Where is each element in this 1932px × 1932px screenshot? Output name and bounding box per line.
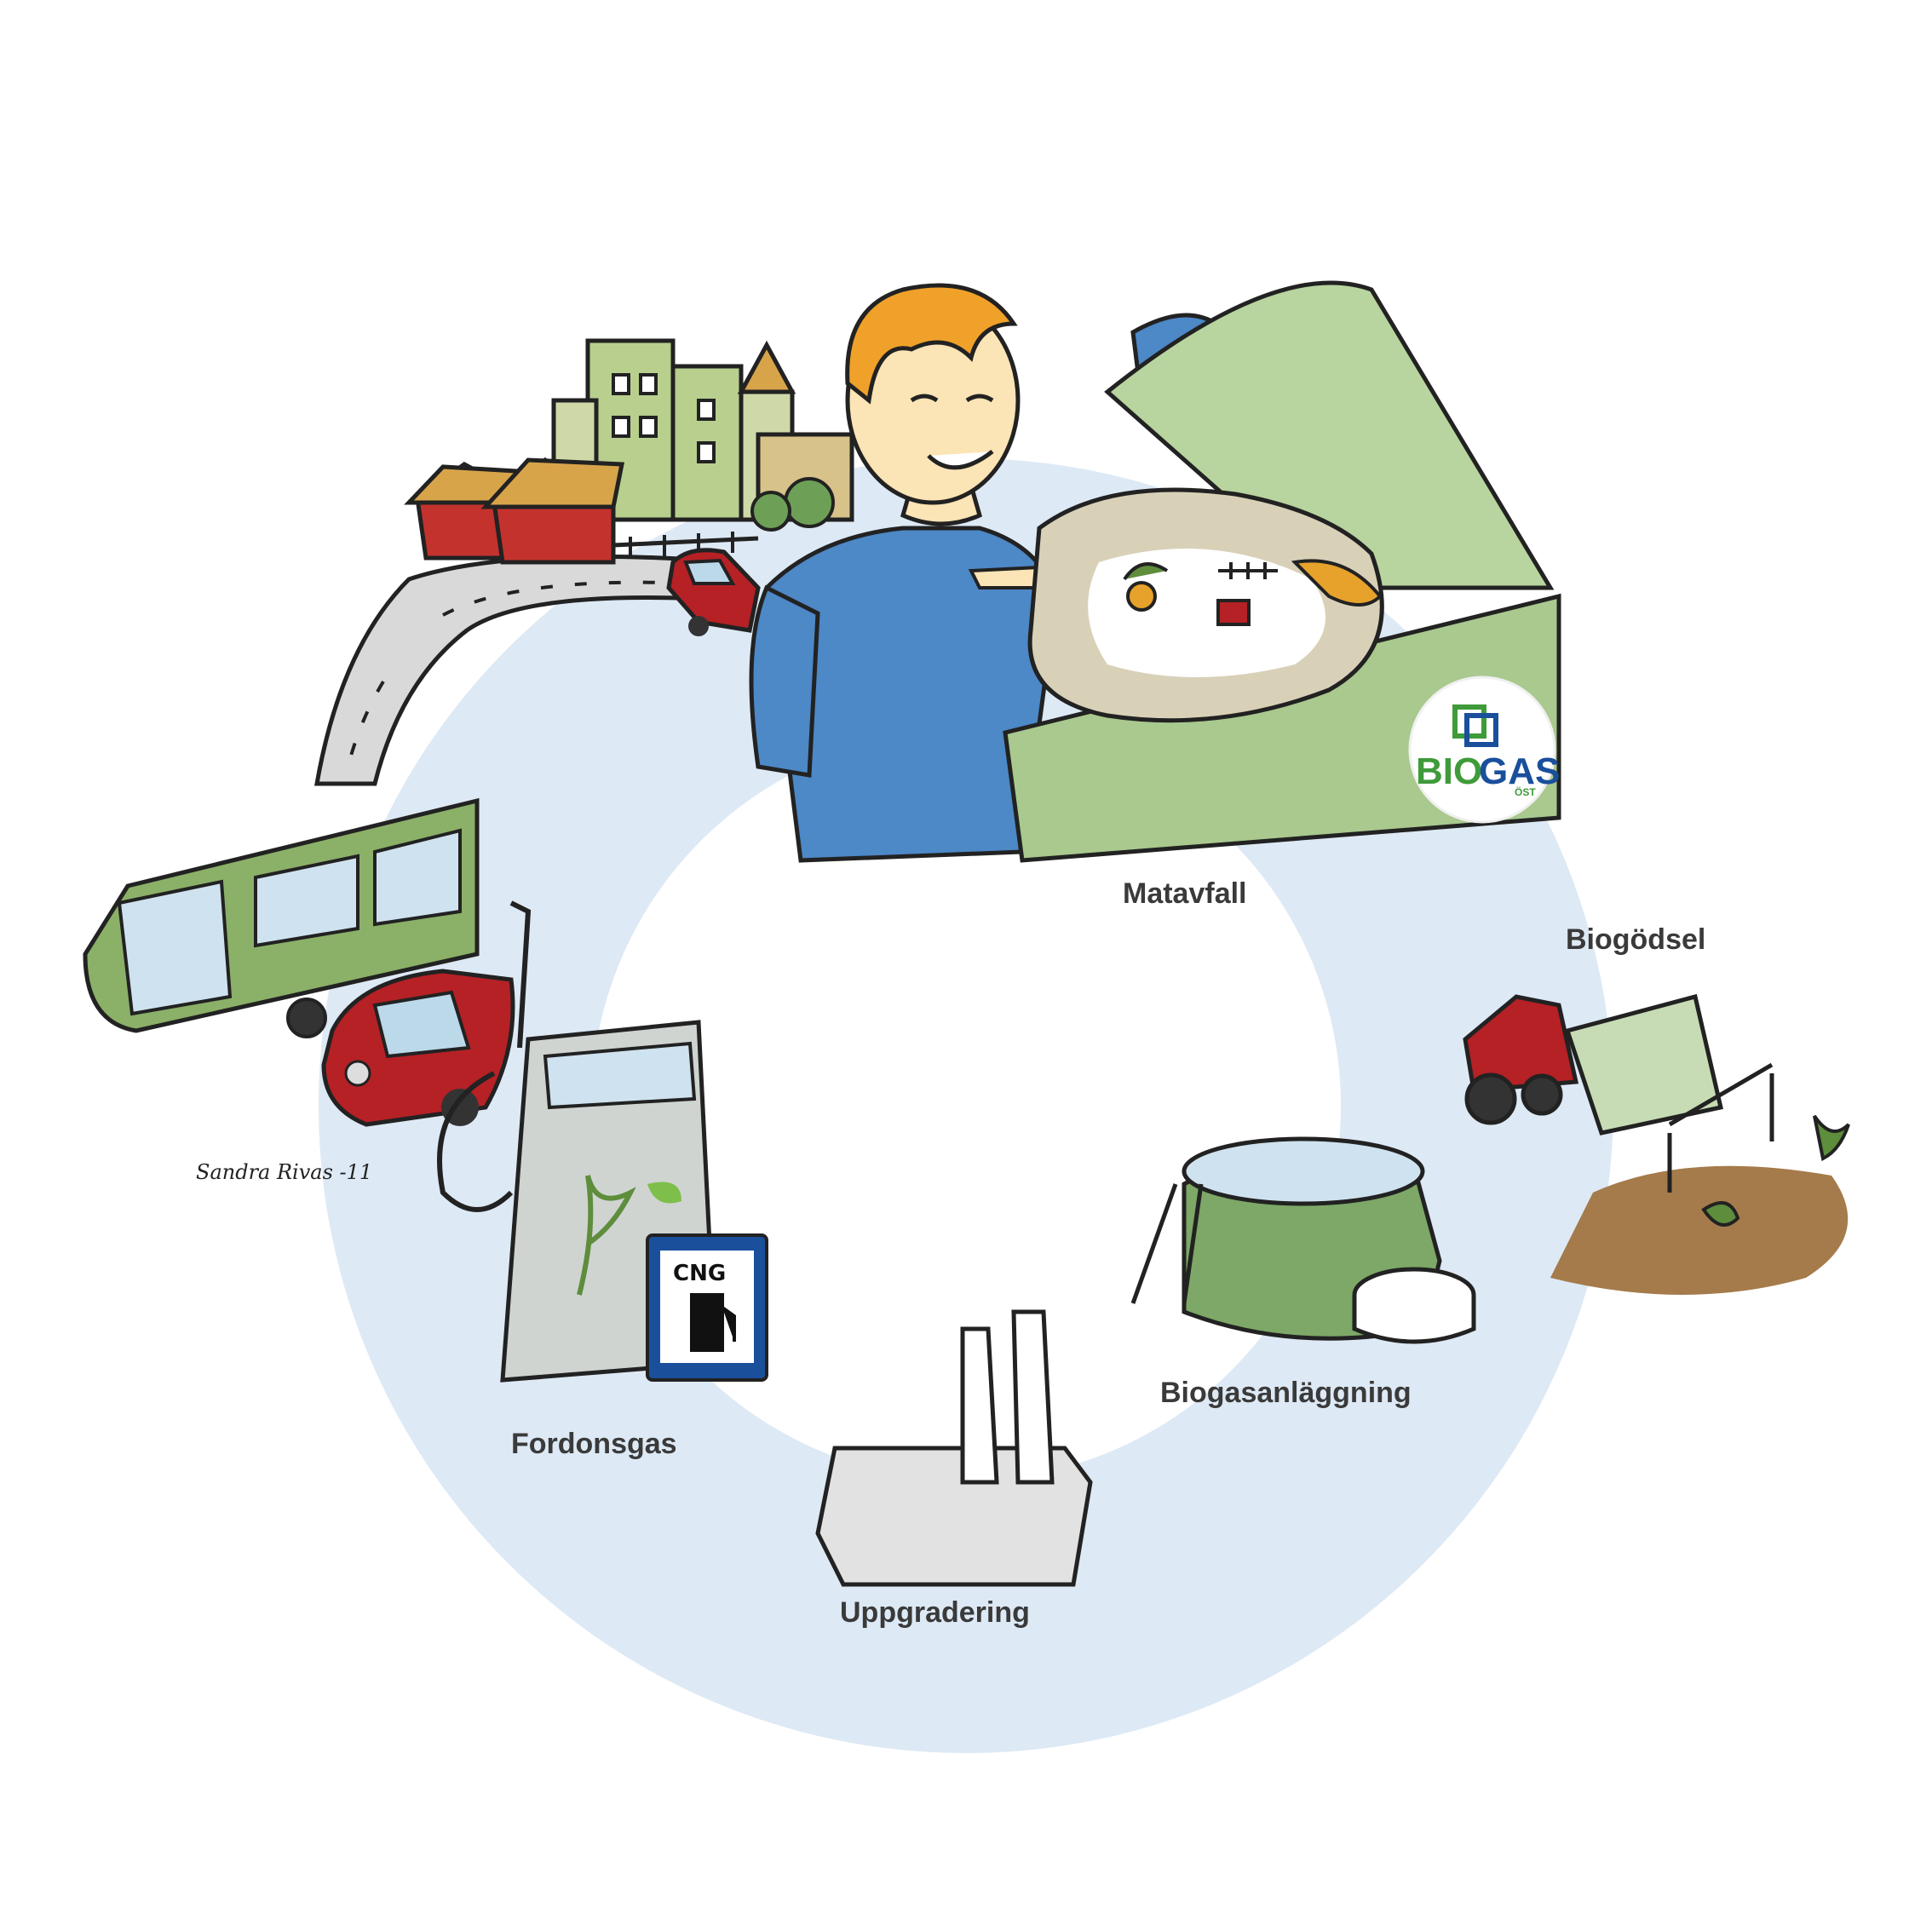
logo-sub-text: ÖST [1515, 785, 1536, 798]
logo-bio-text: BIO [1416, 750, 1482, 792]
bus [83, 797, 480, 1038]
artist-signature: Sandra Rivas -11 [196, 1160, 373, 1184]
logo-gas-text: GAS [1479, 750, 1560, 792]
red-car [321, 969, 515, 1127]
cng-sign: CNG [646, 1233, 768, 1382]
biogas-tank [1130, 1136, 1476, 1344]
stage-label-biogasanlaggning: Biogasanläggning [1160, 1377, 1412, 1409]
tractor-field [1463, 993, 1850, 1295]
compost-bin [1003, 280, 1561, 863]
small-red-car [666, 548, 761, 636]
town [404, 338, 854, 565]
biogas-logo: BIO GAS ÖST [1408, 676, 1560, 824]
stage-label-fordonsgas: Fordonsgas [511, 1428, 677, 1460]
stage-label-uppgradering: Uppgradering [840, 1596, 1030, 1629]
stage-label-matavfall: Matavfall [1123, 877, 1247, 910]
stage-label-biogodsel: Biogödsel [1566, 923, 1706, 956]
fuel-pump-icon [690, 1293, 736, 1352]
upgrading-plant [815, 1309, 1093, 1587]
cng-sign-text: CNG [673, 1261, 726, 1286]
